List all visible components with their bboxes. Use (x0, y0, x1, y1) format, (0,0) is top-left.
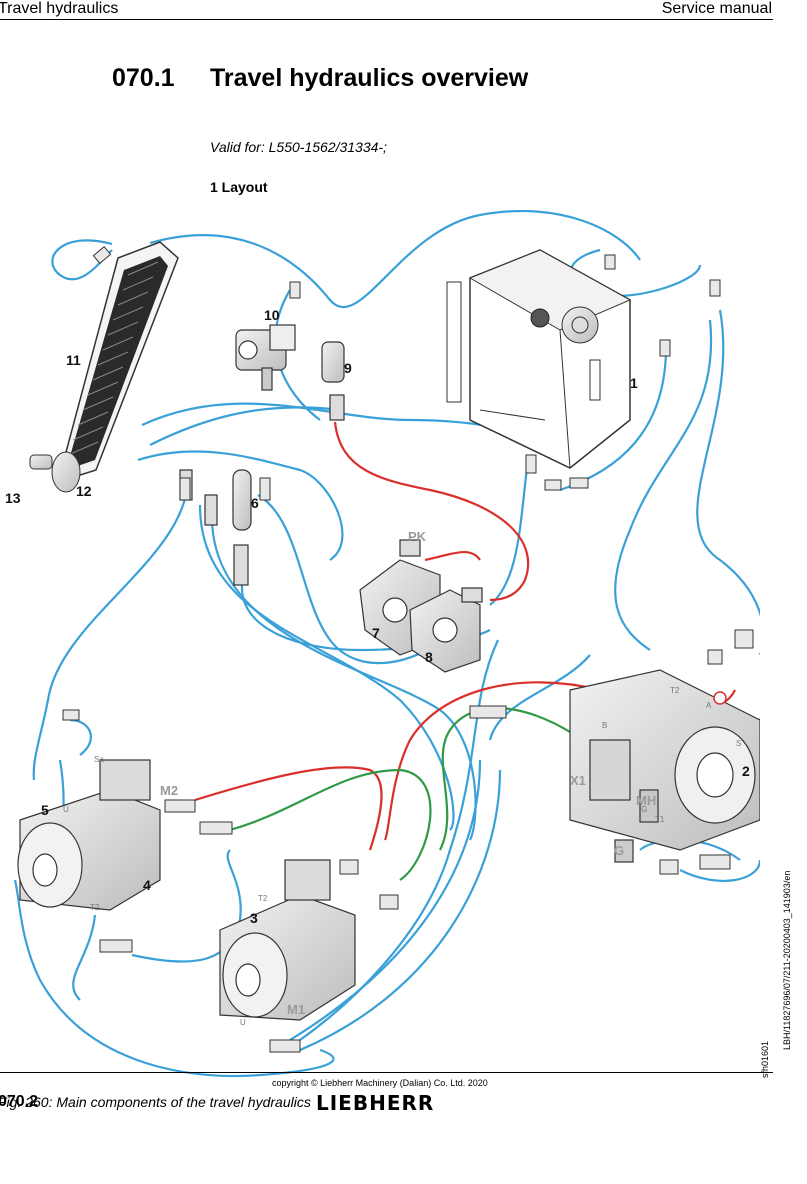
suction-return-hoses (13, 210, 760, 1078)
oil-cooler (29, 241, 179, 493)
label-m1: M1 (287, 1002, 305, 1017)
label-g: G (614, 843, 624, 858)
travel-pump (569, 669, 760, 863)
figure-caption: Fig. 260: Main components of the travel … (0, 1094, 311, 1110)
label-x1: X1 (570, 773, 586, 788)
gauge-port-a (713, 691, 727, 705)
gear-pumps (359, 539, 483, 673)
document-id: LBH/11827696/07/211-20200403_141903/en (782, 870, 792, 1050)
section-number: 070.1 (112, 64, 175, 92)
running-header-right: Service manual (661, 0, 772, 17)
copyright-note: copyright © Liebherr Machinery (Dalian) … (272, 1078, 488, 1088)
callout-9: 9 (344, 360, 352, 376)
travel-motor-m1 (219, 859, 356, 1021)
callout-8: 8 (425, 649, 433, 665)
port-b: B (602, 721, 607, 730)
validity-note: Valid for: L550-1562/31334-; (210, 139, 387, 155)
running-header-left: Travel hydraulics (0, 0, 119, 17)
footer-divider (0, 1072, 773, 1073)
port-t2-pump: T2 (670, 686, 680, 695)
filter-assembly (235, 324, 345, 421)
callout-3: 3 (250, 910, 258, 926)
hydraulic-tank (446, 249, 632, 469)
label-m2: M2 (160, 783, 178, 798)
callout-4: 4 (143, 877, 151, 893)
port-a: A (706, 701, 712, 710)
port-t2-m1: T2 (258, 894, 268, 903)
callout-5: 5 (41, 802, 49, 818)
callout-12: 12 (76, 483, 92, 499)
port-u-m2: U (63, 805, 69, 814)
port-u-m1: U (240, 1018, 246, 1027)
pressure-hoses (194, 421, 736, 851)
port-g: G (641, 805, 647, 814)
travel-motor-m2 (17, 759, 161, 911)
page-number: 070.2 (0, 1093, 39, 1110)
brand-logo: LIEBHERR (316, 1091, 435, 1115)
callout-2: 2 (742, 763, 750, 779)
header-divider (0, 19, 773, 20)
callout-7: 7 (372, 625, 380, 641)
port-sa: Sa (94, 755, 104, 764)
hose-fittings (62, 245, 754, 1053)
port-s: S (736, 739, 741, 748)
callout-10: 10 (264, 307, 280, 323)
callout-13: 13 (5, 490, 21, 506)
callout-11: 11 (66, 352, 81, 368)
callout-6: 6 (251, 495, 259, 511)
port-t2-m2: T2 (90, 903, 100, 912)
section-title: 070.1 Travel hydraulics overview (112, 64, 528, 93)
label-mh: MH (636, 793, 656, 808)
callout-1: 1 (630, 375, 638, 391)
hydraulic-layout-figure: 1 2 3 4 5 6 7 8 9 10 11 12 13 PK M1 M2 M… (5, 210, 760, 1078)
port-t1: T1 (655, 815, 665, 824)
label-pk: PK (408, 529, 427, 544)
section-heading: Travel hydraulics overview (210, 64, 529, 92)
subheading-layout: 1 Layout (210, 179, 268, 195)
